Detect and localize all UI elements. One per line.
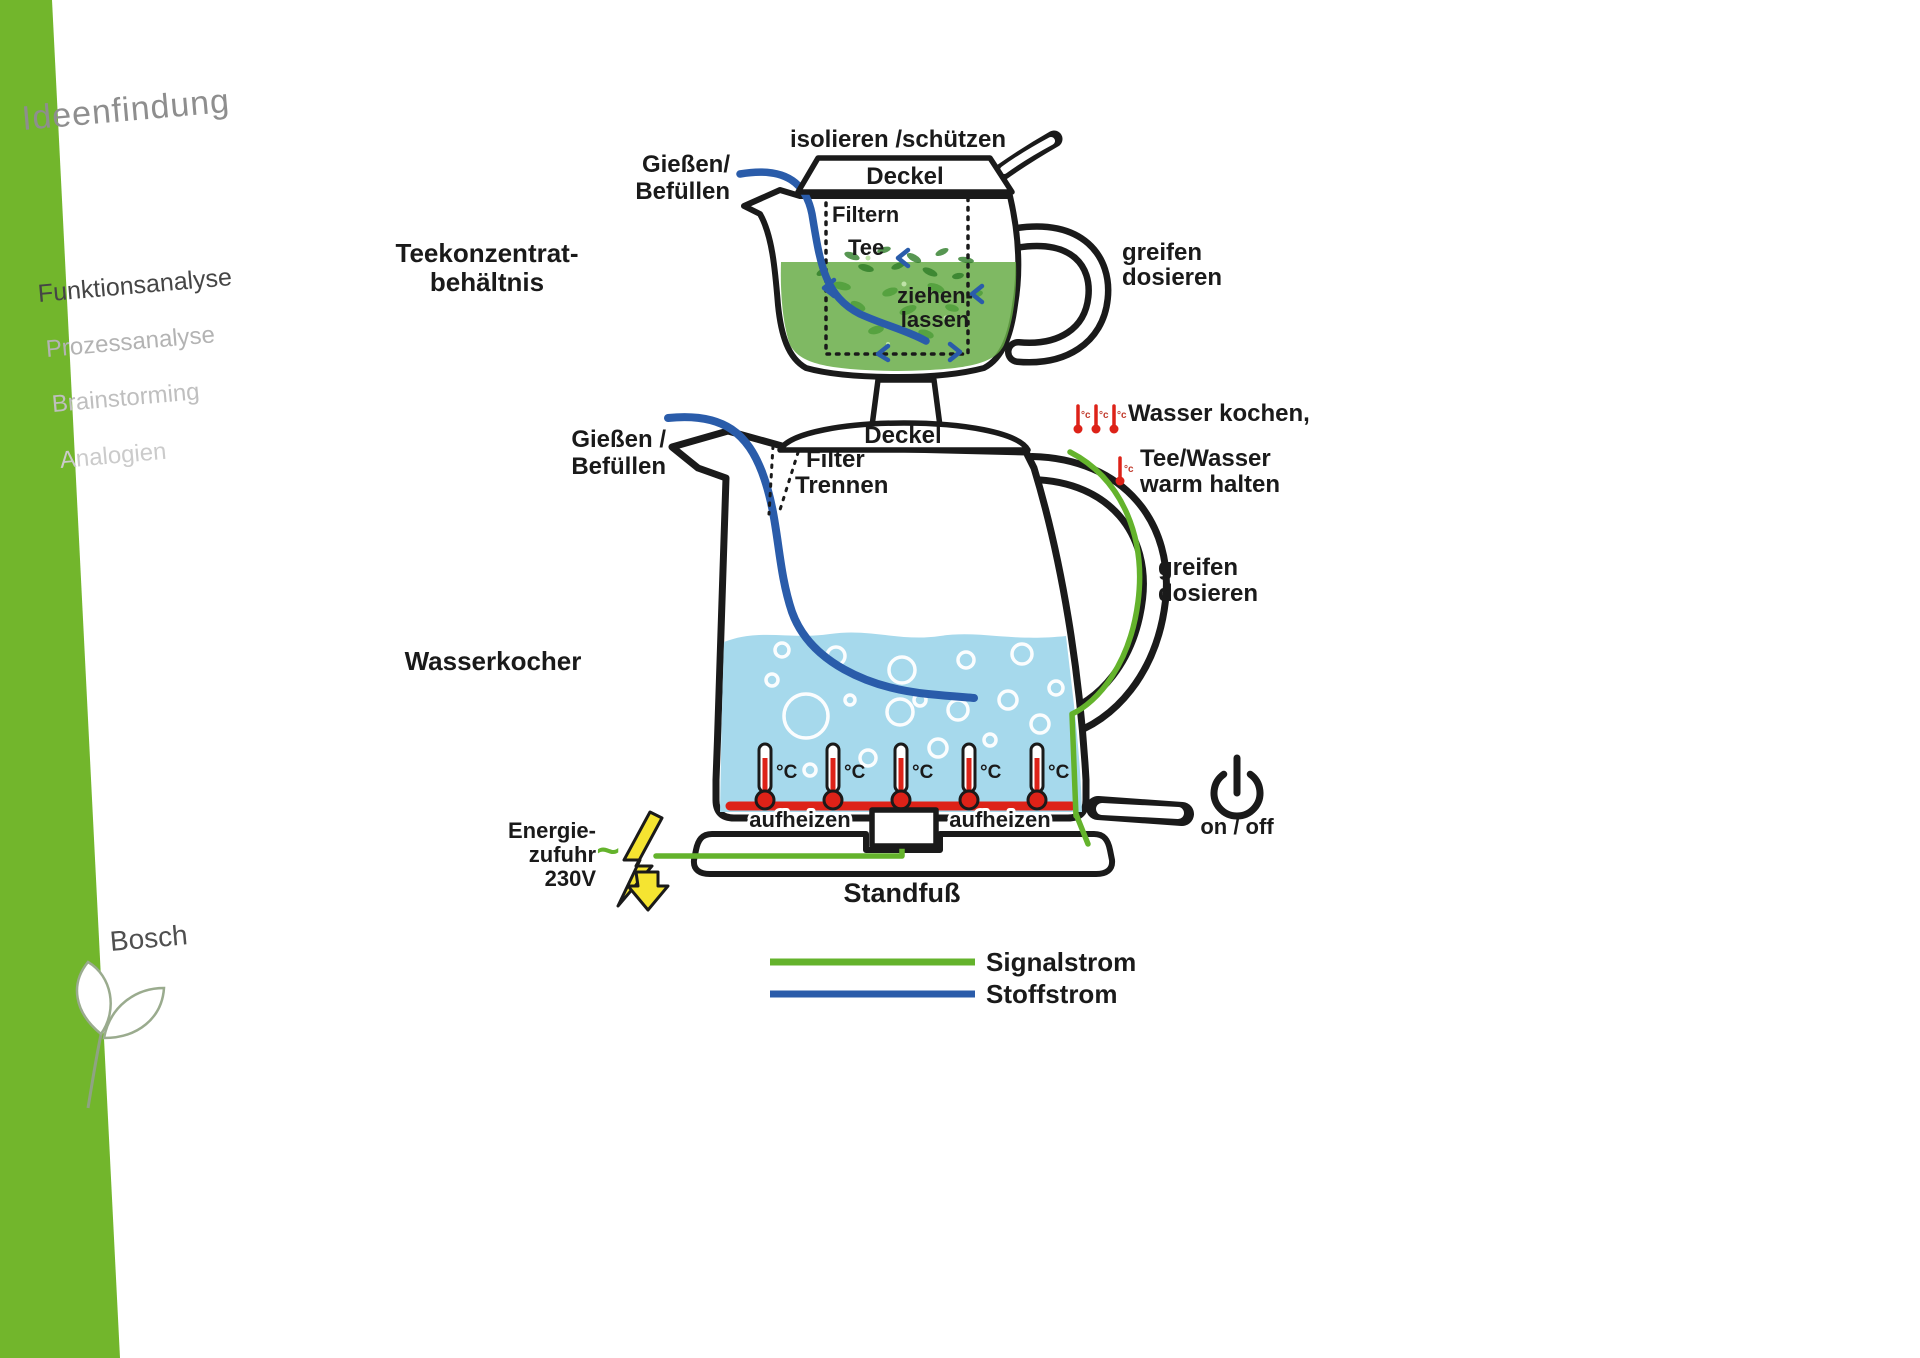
kettle: °C °C °C °C °C aufheizen aufheizen — [405, 400, 1310, 912]
label-grip-kettle-2: dosieren — [1158, 580, 1258, 607]
label-tee: Tee — [848, 235, 884, 260]
unit-c-3: °C — [912, 762, 934, 783]
label-energie-3: 230V — [545, 866, 597, 891]
tea-pot-lid — [795, 155, 1015, 195]
label-warm-1: Tee/Wasser — [1140, 445, 1271, 472]
kettle-lid — [777, 420, 1031, 453]
label-aufheizen-right: aufheizen — [949, 807, 1050, 832]
label-teekonzentrat-1: Teekonzentrat- — [396, 238, 579, 268]
mini-unit-2: °c — [1099, 410, 1109, 421]
signal-flow-tail — [1073, 811, 1091, 847]
label-filter-2: Trennen — [795, 472, 888, 499]
mini-unit-1: °c — [1081, 410, 1091, 421]
label-onoff: on / off — [1200, 814, 1274, 839]
legend-signal-label: Signalstrom — [986, 947, 1136, 977]
tea-fill — [780, 262, 1017, 371]
mini-unit-4: °c — [1124, 464, 1134, 475]
label-wasser-kochen: Wasser kochen, — [1128, 400, 1310, 427]
contact-tab — [869, 807, 939, 849]
label-grip-top-2: dosieren — [1122, 264, 1222, 291]
label-filter-1: Filter — [806, 446, 865, 473]
label-isolieren: isolieren /schützen — [790, 126, 1006, 153]
label-pour-kettle-2: Befüllen — [571, 453, 666, 480]
water-fill — [720, 632, 1082, 812]
label-pour-kettle-1: Gießen / — [571, 426, 666, 453]
filter-dotted-lines — [767, 441, 803, 516]
label-warm-2: warm halten — [1139, 471, 1280, 498]
legend: Signalstrom Stoffstrom — [770, 947, 1136, 1009]
label-filtern: Filtern — [832, 202, 899, 227]
label-standfuss: Standfuß — [844, 878, 961, 908]
label-energie-1: Energie- — [508, 818, 596, 843]
label-grip-top-1: greifen — [1122, 239, 1202, 266]
leaf-logo-icon — [75, 960, 166, 1109]
label-lassen: lassen — [901, 307, 970, 332]
mini-thermometer-icons — [1073, 404, 1125, 486]
material-flow-top — [736, 168, 930, 345]
energy-tilde: ~ — [596, 829, 619, 873]
unit-c-5: °C — [1048, 762, 1070, 783]
label-wasserkocher: Wasserkocher — [405, 646, 582, 676]
water-bubbles — [764, 641, 1065, 778]
label-aufheizen-left: aufheizen — [749, 807, 850, 832]
label-pour-top-1: Gießen/ — [642, 151, 730, 178]
thermometer-icons — [754, 742, 1048, 811]
brand-bosch: Bosch — [108, 919, 189, 957]
material-flow-kettle — [664, 413, 978, 702]
label-deckel-kettle: Deckel — [864, 422, 941, 449]
legend-stoff-label: Stoffstrom — [986, 979, 1117, 1009]
lightning-bolt-icon — [616, 810, 670, 912]
mini-unit-3: °c — [1117, 410, 1127, 421]
green-sidebar-band — [0, 0, 120, 1358]
label-ziehen: ziehen- — [897, 283, 973, 308]
signal-flow-handle — [1067, 449, 1143, 819]
label-energie-2: zufuhr — [529, 842, 597, 867]
unit-c-1: °C — [776, 762, 798, 783]
label-grip-kettle-1: greifen — [1158, 554, 1238, 581]
label-deckel-top: Deckel — [866, 163, 943, 190]
tea-pot: isolieren /schützen Deckel Gießen/ Befül… — [396, 126, 1222, 429]
label-pour-top-2: Befüllen — [635, 178, 730, 205]
power-icon — [1210, 754, 1264, 820]
unit-c-2: °C — [844, 762, 866, 783]
pot-neck — [869, 377, 943, 429]
unit-c-4: °C — [980, 762, 1002, 783]
tea-leaf-texture — [816, 246, 983, 346]
label-teekonzentrat-2: behältnis — [430, 267, 544, 297]
